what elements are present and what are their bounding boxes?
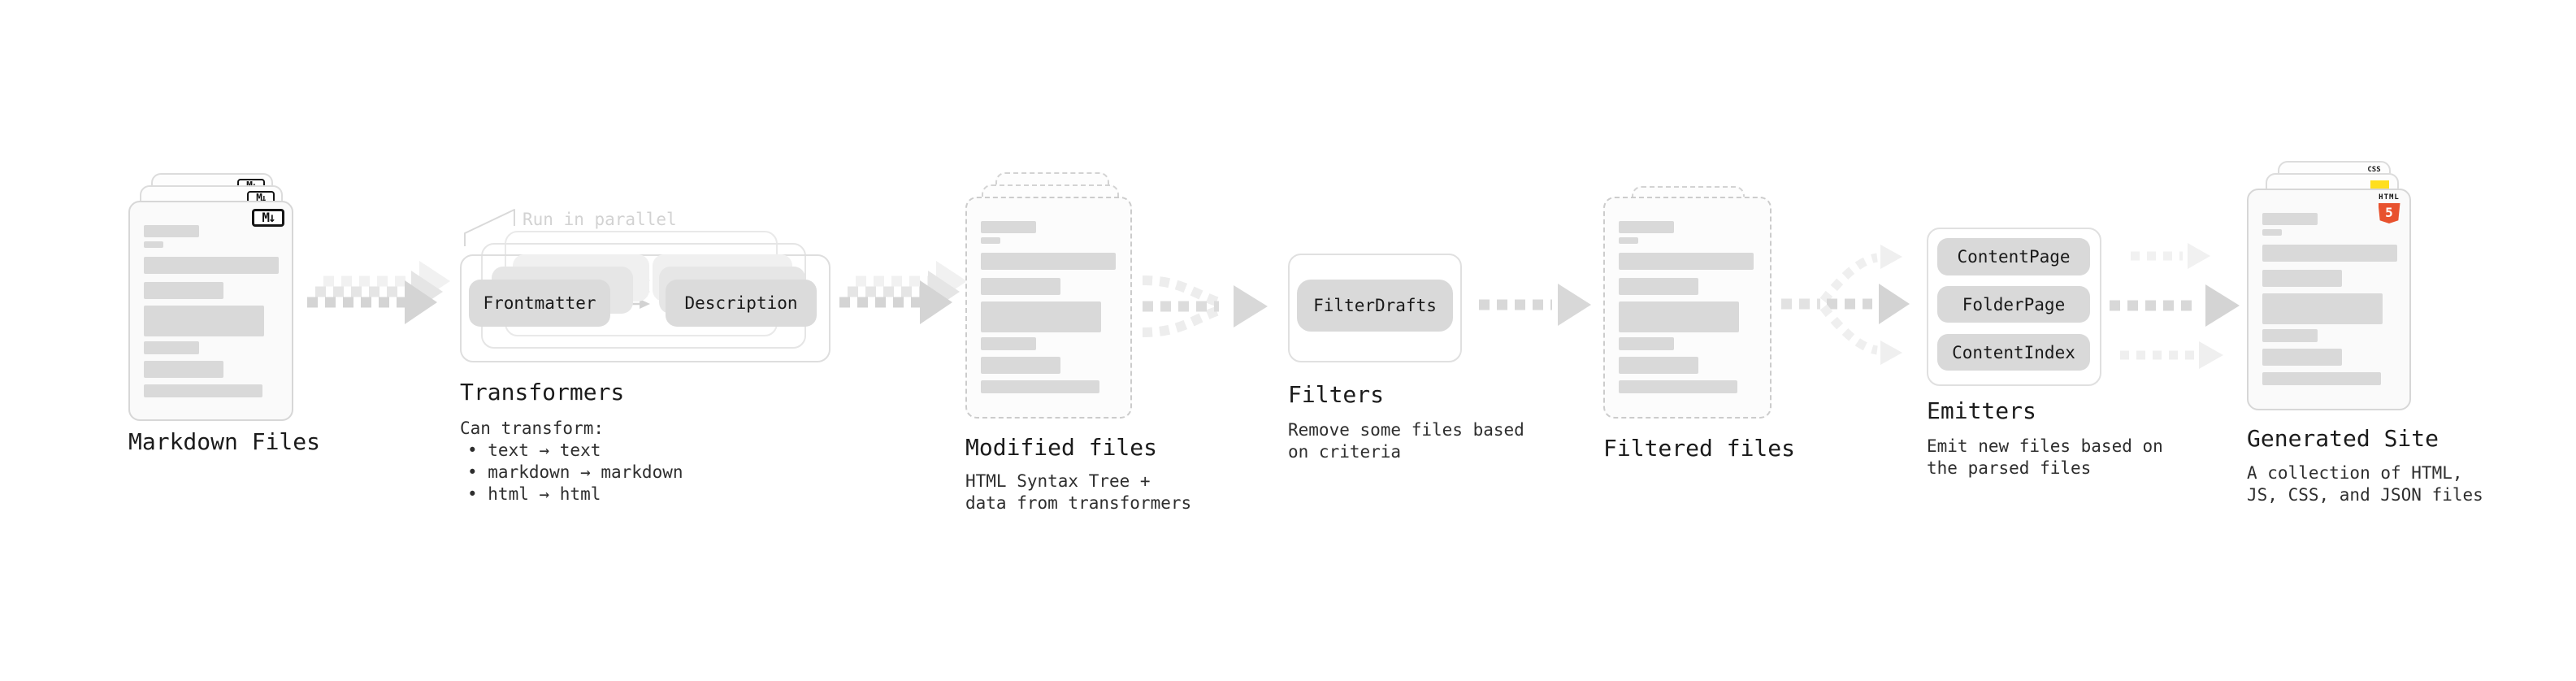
- html5-icon: HTML 5: [2377, 194, 2401, 223]
- text-line-placeholder: [981, 357, 1060, 374]
- text-line-placeholder: [144, 306, 264, 336]
- text-line-placeholder: [2262, 372, 2381, 385]
- filters-description: Remove some files based on criteria: [1288, 420, 1524, 462]
- text-line-placeholder: [2262, 229, 2282, 236]
- file-card-front-html: HTML 5: [2247, 189, 2411, 410]
- css-icon-label: CSS: [2367, 166, 2381, 174]
- transformers-description: Can transform: • text → text • markdown …: [460, 418, 683, 505]
- text-line-placeholder: [981, 278, 1060, 295]
- text-line-placeholder: [1619, 253, 1754, 270]
- emitters-heading: Emitters: [1927, 397, 2036, 424]
- node-modified-files: [965, 172, 1132, 420]
- file-card-front: M↓: [128, 201, 293, 421]
- text-line-placeholder: [2262, 213, 2318, 225]
- arrow-emitters-to-generated: [2110, 243, 2240, 369]
- arrow-filtered-to-emitters: [1781, 245, 1910, 365]
- file-card-front: [1603, 197, 1772, 419]
- text-line-placeholder: [144, 225, 199, 237]
- document-content-placeholder: [130, 202, 292, 397]
- arrow-filters-to-filtered: [1479, 284, 1591, 326]
- html5-icon-shield: 5: [2378, 203, 2400, 223]
- node-generated-site: CSS HTML 5: [2247, 161, 2411, 421]
- text-line-placeholder: [144, 384, 262, 397]
- text-line-placeholder: [981, 337, 1036, 350]
- text-line-placeholder: [1619, 237, 1638, 244]
- node-filtered-files: [1603, 186, 1772, 422]
- text-line-placeholder: [981, 253, 1116, 270]
- document-content-placeholder: [967, 198, 1130, 393]
- arrow-transformers-to-modified: [839, 261, 967, 324]
- transformers-bullet: • text → text: [467, 440, 601, 460]
- markdown-files-heading: Markdown Files: [128, 428, 321, 455]
- emitter-chip-contentindex: ContentIndex: [1937, 334, 2090, 371]
- generated-site-description: A collection of HTML, JS, CSS, and JSON …: [2247, 463, 2483, 505]
- emitter-chip-contentpage: ContentPage: [1937, 238, 2090, 275]
- transformers-heading: Transformers: [460, 379, 625, 406]
- text-line-placeholder: [981, 301, 1101, 332]
- text-line-placeholder: [1619, 301, 1739, 332]
- javascript-icon: [2370, 180, 2389, 191]
- text-line-placeholder: [1619, 337, 1674, 350]
- transformer-chip-frontmatter: Frontmatter: [469, 280, 610, 327]
- run-in-parallel-label: Run in parallel: [523, 210, 677, 229]
- text-line-placeholder: [2262, 270, 2342, 287]
- text-line-placeholder: [1619, 278, 1698, 295]
- emitters-box: [1927, 228, 2101, 386]
- run-in-parallel-callout-line: [464, 209, 515, 246]
- markdown-icon: M↓: [252, 209, 284, 227]
- emitter-chip-folderpage: FolderPage: [1937, 286, 2090, 323]
- filters-heading: Filters: [1288, 381, 1385, 408]
- text-line-placeholder: [981, 237, 1000, 244]
- text-line-placeholder: [981, 380, 1099, 393]
- document-content-placeholder: [1605, 198, 1770, 393]
- text-line-placeholder: [1619, 357, 1698, 374]
- modified-files-heading: Modified files: [965, 434, 1158, 461]
- transformer-chip-description: Description: [666, 280, 817, 327]
- text-line-placeholder: [144, 341, 199, 354]
- text-line-placeholder: [2262, 329, 2318, 342]
- text-line-placeholder: [1619, 221, 1674, 233]
- file-card-front: [965, 197, 1132, 419]
- node-markdown-files: M↓ M↓ M↓: [128, 173, 293, 421]
- filters-box: [1288, 254, 1462, 362]
- text-line-placeholder: [2262, 293, 2383, 324]
- transformers-bullet: • html → html: [467, 484, 601, 504]
- modified-files-description: HTML Syntax Tree + data from transformer…: [965, 471, 1192, 513]
- generated-site-heading: Generated Site: [2247, 425, 2439, 452]
- text-line-placeholder: [144, 257, 279, 274]
- arrow-markdown-to-transformers: [307, 261, 450, 324]
- text-line-placeholder: [144, 241, 163, 248]
- text-line-placeholder: [2262, 245, 2397, 262]
- document-content-placeholder: [2249, 190, 2409, 385]
- filtered-files-heading: Filtered files: [1603, 435, 1796, 462]
- transformers-desc-title: Can transform:: [460, 419, 605, 438]
- transformer-stack-box-front: [460, 254, 830, 362]
- transformers-bullet: • markdown → markdown: [467, 462, 683, 482]
- html5-icon-label: HTML: [2379, 193, 2400, 202]
- text-line-placeholder: [2262, 349, 2342, 366]
- text-line-placeholder: [144, 282, 223, 299]
- text-line-placeholder: [1619, 380, 1737, 393]
- text-line-placeholder: [144, 361, 223, 378]
- text-line-placeholder: [981, 221, 1036, 233]
- arrow-modified-to-filters: [1142, 275, 1268, 337]
- filter-chip-filterdrafts: FilterDrafts: [1297, 280, 1453, 332]
- emitters-description: Emit new files based on the parsed files: [1927, 436, 2163, 478]
